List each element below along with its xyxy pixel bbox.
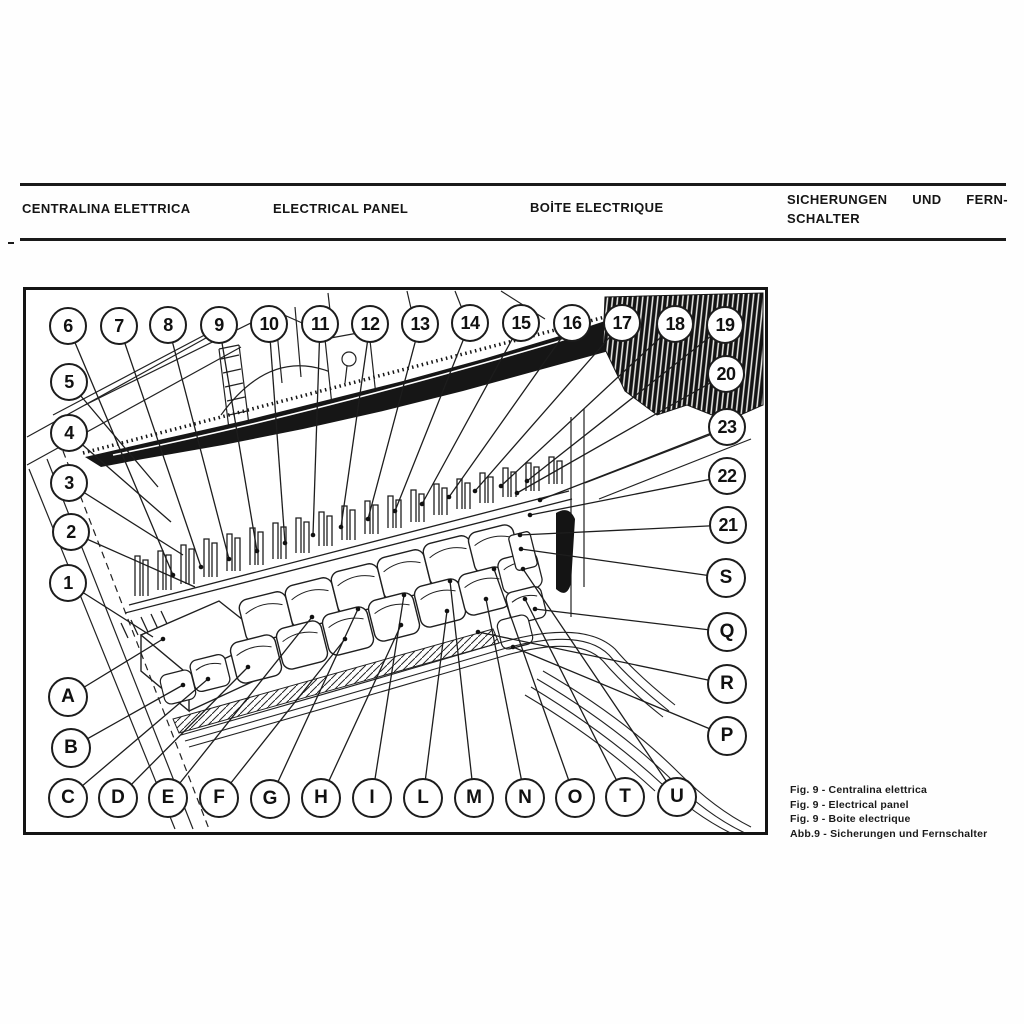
header-title-german: SICHERUNGEN UND FERN- SCHALTER <box>787 192 1008 226</box>
callout-11: 11 <box>301 305 339 343</box>
column-rod <box>218 344 250 430</box>
caption-line-german: Abb.9 - Sicherungen und Fernschalter <box>790 827 988 840</box>
callout-U: U <box>657 777 697 817</box>
callout-A: A <box>48 677 88 717</box>
callout-10: 10 <box>250 305 288 343</box>
callout-S: S <box>706 558 746 598</box>
callout-R: R <box>707 664 747 704</box>
callout-16: 16 <box>553 304 591 342</box>
header-title-english: ELECTRICAL PANEL <box>273 201 409 216</box>
callout-1: 1 <box>49 564 87 602</box>
callout-L: L <box>403 778 443 818</box>
german-word-2: UND <box>912 192 942 207</box>
caption-line-english: Fig. 9 - Electrical panel <box>790 798 909 811</box>
callout-Q: Q <box>707 612 747 652</box>
callout-H: H <box>301 778 341 818</box>
header-rule-top <box>20 183 1006 186</box>
callout-8: 8 <box>149 306 187 344</box>
callout-B: B <box>51 728 91 768</box>
german-word-3: FERN- <box>966 192 1008 207</box>
german-word-1: SICHERUNGEN <box>787 192 888 207</box>
caption-line-french: Fig. 9 - Boite electrique <box>790 813 911 825</box>
callout-19: 19 <box>706 306 744 344</box>
callout-M: M <box>454 778 494 818</box>
callout-C: C <box>48 778 88 818</box>
callout-4: 4 <box>50 414 88 452</box>
callout-G: G <box>250 779 290 819</box>
callout-18: 18 <box>656 305 694 343</box>
header-title-italian: CENTRALINA ELETTRICA <box>22 201 191 216</box>
callout-21: 21 <box>709 506 747 544</box>
electrical-panel-illustration <box>26 290 764 832</box>
leader-lines <box>67 322 729 800</box>
callout-5: 5 <box>50 363 88 401</box>
figure-frame: 6 7 8 9 10 11 12 13 14 15 16 17 18 19 5 … <box>23 287 768 835</box>
callout-23: 23 <box>708 408 746 446</box>
callout-N: N <box>505 778 545 818</box>
callout-14: 14 <box>451 304 489 342</box>
header-rule-bottom <box>20 238 1006 241</box>
margin-tick <box>8 242 14 244</box>
callout-13: 13 <box>401 305 439 343</box>
callout-3: 3 <box>50 464 88 502</box>
callout-7: 7 <box>100 307 138 345</box>
caption-line-italian: Fig. 9 - Centralina elettrica <box>790 784 928 796</box>
header-title-german-line2: SCHALTER <box>787 211 861 226</box>
callout-T: T <box>605 777 645 817</box>
header-title-french: BOİTE ELECTRIQUE <box>530 200 664 215</box>
callout-E: E <box>148 778 188 818</box>
callout-15: 15 <box>502 304 540 342</box>
fuse-row <box>120 456 573 639</box>
callout-O: O <box>555 778 595 818</box>
header-title-german-line1: SICHERUNGEN UND FERN- <box>787 192 1008 207</box>
leader-dots <box>160 478 543 688</box>
callout-F: F <box>199 778 239 818</box>
callout-12: 12 <box>351 305 389 343</box>
callout-I: I <box>352 778 392 818</box>
callout-P: P <box>707 716 747 756</box>
callout-17: 17 <box>603 304 641 342</box>
figure-caption: Fig. 9 - Centralina elettrica Fig. 9 - E… <box>790 783 987 841</box>
latch <box>556 510 575 593</box>
callout-2: 2 <box>52 513 90 551</box>
wiring-harness <box>180 631 752 832</box>
callout-22: 22 <box>708 457 746 495</box>
callout-9: 9 <box>200 306 238 344</box>
callout-20: 20 <box>707 355 745 393</box>
callout-D: D <box>98 778 138 818</box>
callout-6: 6 <box>49 307 87 345</box>
seal-band <box>82 315 619 467</box>
